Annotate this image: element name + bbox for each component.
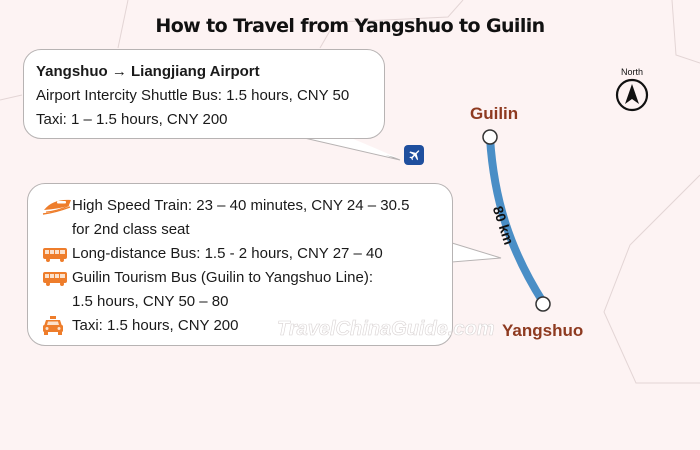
option-long-distance-bus: Long-distance Bus: 1.5 - 2 hours, CNY 27… <box>42 242 452 266</box>
option-high-speed-train: High Speed Train: 23 – 40 minutes, CNY 2… <box>42 194 452 218</box>
guilin-label: Guilin <box>470 104 519 123</box>
bus-icon <box>42 268 72 288</box>
airport-transfer-box: Yangshuo → Liangjiang Airport Airport In… <box>23 49 385 139</box>
page-title: How to Travel from Yangshuo to Guilin <box>155 15 545 37</box>
bus-icon <box>42 244 72 264</box>
airport-heading: Yangshuo → Liangjiang Airport <box>36 63 260 80</box>
high-speed-train-icon <box>42 196 72 216</box>
airplane-icon <box>404 145 424 165</box>
tourism-bus-line-2: 1.5 hours, CNY 50 – 80 <box>72 293 229 310</box>
long-distance-bus-line: Long-distance Bus: 1.5 - 2 hours, CNY 27… <box>72 245 383 262</box>
option-tourism-bus: Guilin Tourism Bus (Guilin to Yangshuo L… <box>42 266 452 290</box>
airport-taxi-line: Taxi: 1 – 1.5 hours, CNY 200 <box>36 111 228 128</box>
train-line-1: High Speed Train: 23 – 40 minutes, CNY 2… <box>72 197 410 214</box>
airport-shuttle-line: Airport Intercity Shuttle Bus: 1.5 hours… <box>36 87 350 104</box>
tourism-bus-line-1: Guilin Tourism Bus (Guilin to Yangshuo L… <box>72 269 373 286</box>
yangshuo-label: Yangshuo <box>502 321 584 340</box>
compass: North <box>612 67 652 117</box>
north-arrow-icon <box>615 78 649 112</box>
train-line-2: for 2nd class seat <box>72 221 190 238</box>
taxi-line: Taxi: 1.5 hours, CNY 200 <box>72 317 239 334</box>
taxi-icon <box>42 316 72 336</box>
compass-label: North <box>620 67 643 77</box>
watermark: TravelChinaGuide.com <box>277 318 495 341</box>
option-taxi: Taxi: 1.5 hours, CNY 200 <box>42 314 452 338</box>
transport-options-box: High Speed Train: 23 – 40 minutes, CNY 2… <box>27 183 453 346</box>
